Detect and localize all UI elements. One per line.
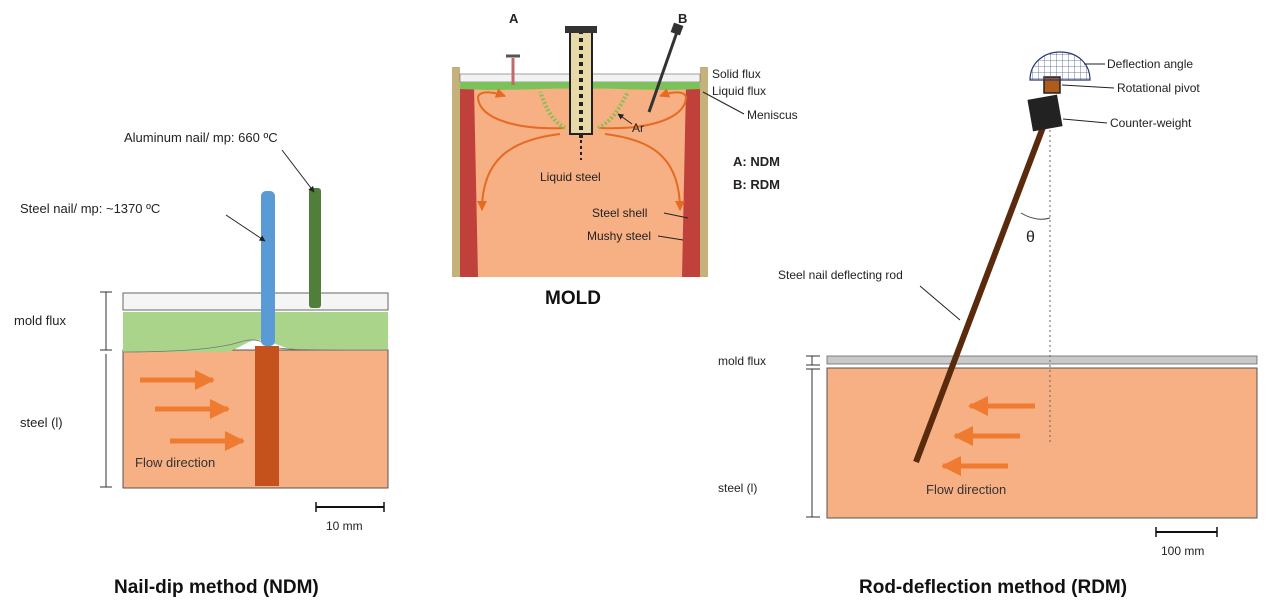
mold-shell-right [682, 86, 700, 277]
rdm-protractor [1029, 51, 1091, 81]
ndm-aluminum-nail [309, 188, 321, 308]
mold-label-b: B [678, 11, 687, 26]
mold-flow-lower-left [477, 133, 561, 211]
mold-argon-left [538, 91, 567, 130]
ndm-aluminum-leader [281, 149, 315, 193]
ndm-aluminum-label: Aluminum nail/ mp: 660 ºC [124, 130, 278, 145]
ndm-steel-nail [261, 191, 275, 346]
ndm-solid-flux [122, 292, 389, 311]
mold-liquid-steel-label: Liquid steel [540, 170, 601, 184]
rdm-counter-weight-label: Counter-weight [1110, 116, 1192, 130]
ndm-mold-flux-label: mold flux [14, 313, 67, 328]
rdm-flux-strip [826, 355, 1258, 365]
rdm-title: Rod-deflection method (RDM) [859, 577, 1127, 598]
rdm-theta-arc [1020, 212, 1051, 220]
mold-meniscus-leader [702, 91, 745, 115]
mold-mushy-leader [657, 235, 684, 241]
ndm-steel-nail-label: Steel nail/ mp: ~1370 ºC [20, 201, 160, 216]
mold-mushy-steel-label: Mushy steel [587, 229, 651, 243]
mold-title: MOLD [545, 288, 601, 309]
mold-legend-b: B: RDM [733, 177, 780, 192]
ndm-scale-label: 10 mm [326, 519, 363, 533]
mold-solid-flux-label: Solid flux [712, 67, 761, 81]
rdm-rod-label: Steel nail deflecting rod [778, 268, 903, 282]
mold-flow-upper-right [599, 88, 688, 130]
rdm-mold-flux-label: mold flux [718, 354, 766, 368]
mold-meniscus-label: Meniscus [747, 108, 798, 122]
ndm-steel-nail-leader [225, 214, 266, 242]
ndm-steel-label: steel (l) [20, 415, 63, 430]
mold-legend-a: A: NDM [733, 154, 780, 169]
mold-steel-shell-leader [663, 212, 689, 219]
mold-flow-upper-left [476, 88, 566, 130]
rdm-theta-label: θ [1026, 229, 1035, 246]
mold-label-a: A [509, 11, 519, 26]
mold-argon-right [597, 91, 630, 130]
rdm-steel-label: steel (l) [718, 481, 757, 495]
rdm-flow-label: Flow direction [926, 482, 1006, 497]
rdm-counter-weight [1027, 94, 1063, 132]
ndm-liquid-flux [123, 312, 388, 352]
ndm-flux-interface [122, 339, 389, 353]
mold-shell-left [460, 86, 478, 277]
mold-wall-right [700, 67, 708, 277]
mold-sen-flange [565, 26, 597, 33]
rdm-steel-bath [826, 367, 1258, 519]
mold-ar-label: Ar [632, 121, 644, 135]
mold-panel: A B Solid flux Liquid flux Meniscus Ar L… [452, 11, 798, 309]
mold-wall-left [452, 67, 460, 277]
mold-ar-leader [617, 113, 633, 125]
ndm-panel: Aluminum nail/ mp: 660 ºC Steel nail/ mp… [14, 130, 389, 598]
rdm-panel: Deflection angle Rotational pivot Counte… [718, 51, 1258, 598]
rdm-rod-leader [919, 285, 961, 321]
rdm-rotational-pivot-label: Rotational pivot [1117, 81, 1200, 95]
mold-rod-b [647, 31, 679, 113]
mold-liquid-flux-label: Liquid flux [712, 84, 766, 98]
rdm-counter-weight-leader [1062, 118, 1108, 124]
ndm-title: Nail-dip method (NDM) [114, 577, 319, 598]
rdm-deflecting-rod [913, 120, 1048, 464]
rdm-scale-label: 100 mm [1161, 544, 1204, 558]
mold-flow-lower-right [604, 133, 685, 211]
ndm-dip-mark [255, 346, 279, 486]
mold-rod-b-pivot [670, 22, 684, 36]
rdm-pivot-leader [1061, 84, 1115, 89]
mold-steel-shell-label: Steel shell [592, 206, 647, 220]
rdm-deflection-angle-label: Deflection angle [1107, 57, 1193, 71]
ndm-flow-label: Flow direction [135, 455, 215, 470]
